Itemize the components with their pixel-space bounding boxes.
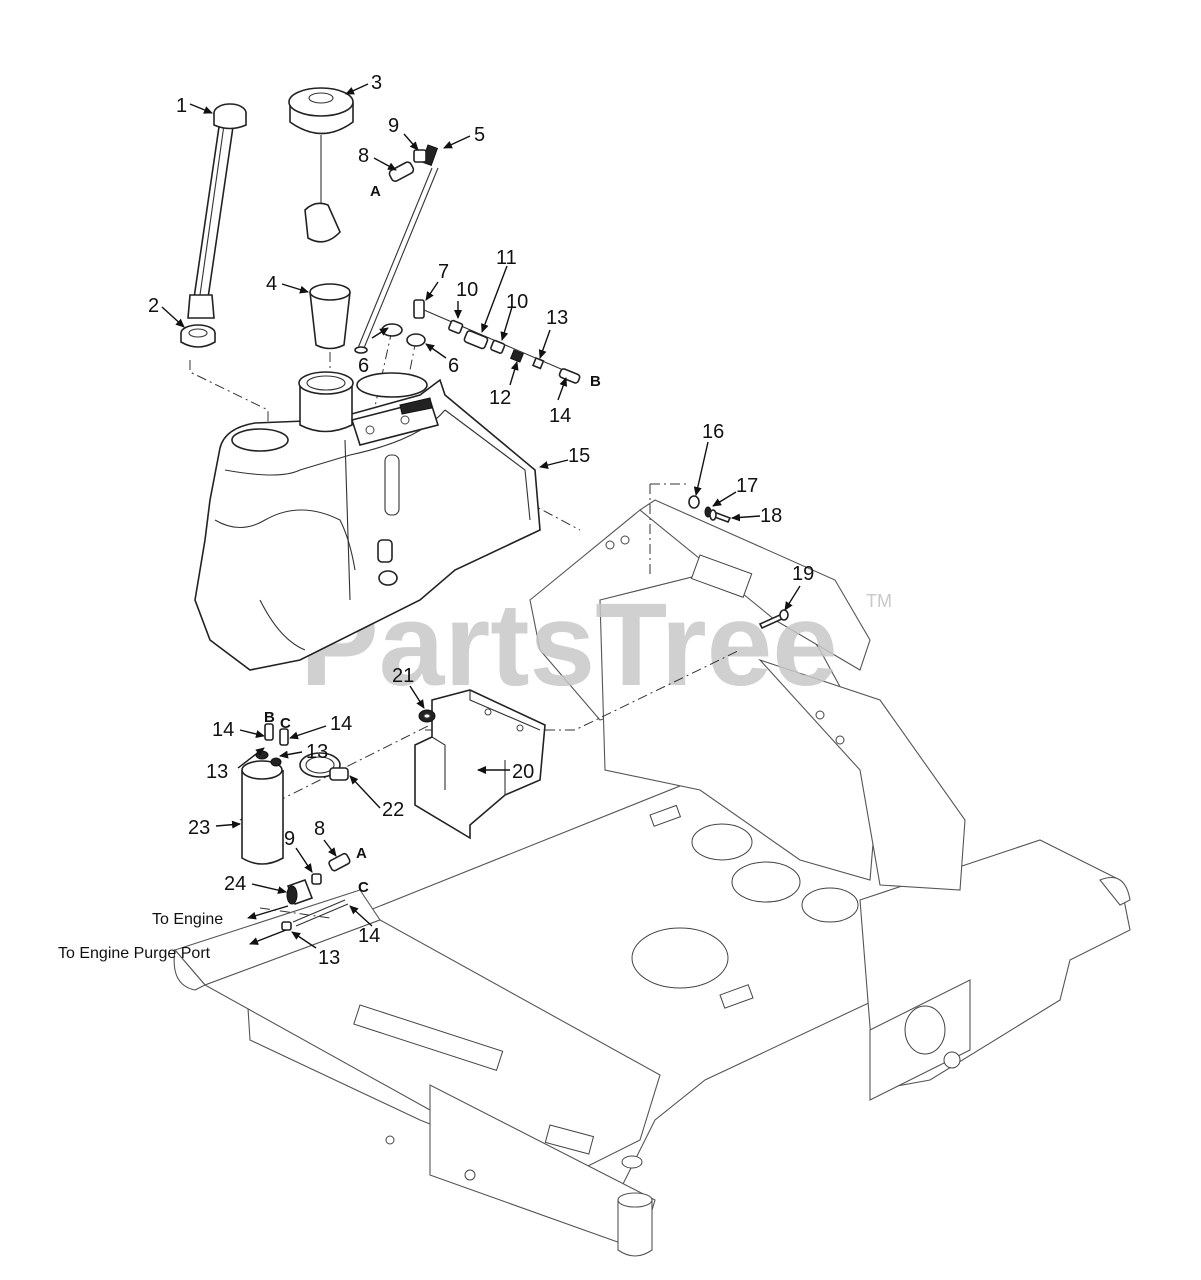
callout-21: 21 bbox=[392, 665, 414, 687]
part-3-fuel-cap bbox=[288, 87, 354, 243]
part-22-clamp bbox=[299, 752, 349, 781]
callout-24: 24 bbox=[224, 873, 246, 895]
callout-23: 23 bbox=[188, 817, 210, 839]
callout-14d: 14 bbox=[358, 925, 380, 947]
callout-14c: 14 bbox=[330, 713, 352, 735]
letter-a-top: A bbox=[370, 183, 381, 200]
parts-8-9-top bbox=[388, 149, 427, 182]
callout-16: 16 bbox=[702, 421, 724, 443]
letter-b-top: B bbox=[590, 373, 601, 390]
callout-19: 19 bbox=[792, 563, 814, 585]
parts-16-18-hardware bbox=[688, 495, 732, 524]
letter-c-bottom: C bbox=[358, 879, 369, 896]
routing-notes: To Engine To Engine Purge Port bbox=[58, 911, 223, 962]
part-6-grommets bbox=[381, 323, 426, 347]
letter-c-filter: C bbox=[280, 715, 291, 732]
callout-10a: 10 bbox=[456, 279, 478, 301]
part-19-bolt bbox=[758, 609, 789, 630]
connection-letters: A B B C A C bbox=[264, 183, 601, 896]
callout-2: 2 bbox=[148, 295, 159, 317]
mower-frame bbox=[173, 499, 1131, 1257]
fuel-tank bbox=[194, 371, 541, 671]
callout-12: 12 bbox=[489, 387, 511, 409]
callout-6b: 6 bbox=[448, 355, 459, 377]
part-4-filler-sleeve bbox=[309, 283, 351, 350]
callout-20: 20 bbox=[512, 761, 534, 783]
part-21-nut bbox=[418, 709, 436, 723]
callout-14b: 14 bbox=[212, 719, 234, 741]
callout-15: 15 bbox=[568, 445, 590, 467]
callout-11: 11 bbox=[496, 247, 517, 269]
vent-line-parts bbox=[413, 299, 581, 384]
callout-8a: 8 bbox=[358, 145, 369, 167]
callout-3: 3 bbox=[371, 72, 382, 94]
callout-13d: 13 bbox=[318, 947, 340, 969]
callout-7: 7 bbox=[438, 261, 449, 283]
callout-1: 1 bbox=[176, 95, 187, 117]
note-to-engine-purge-port: To Engine Purge Port bbox=[58, 945, 211, 962]
callout-17: 17 bbox=[736, 475, 758, 497]
part-23-canister bbox=[241, 723, 289, 865]
callout-4: 4 bbox=[266, 273, 277, 295]
lower-fuel-line-parts bbox=[281, 852, 351, 931]
callout-5: 5 bbox=[474, 124, 485, 146]
callout-13b: 13 bbox=[206, 761, 228, 783]
callout-22: 22 bbox=[382, 799, 404, 821]
trademark-mark: TM bbox=[866, 591, 892, 611]
callout-6a: 6 bbox=[358, 355, 369, 377]
callout-8b: 8 bbox=[314, 818, 325, 840]
part-1-fuel-sender bbox=[187, 103, 247, 319]
callout-14a: 14 bbox=[549, 405, 571, 427]
note-to-engine: To Engine bbox=[152, 911, 223, 928]
callout-10b: 10 bbox=[506, 291, 528, 313]
callout-13c: 13 bbox=[306, 741, 328, 763]
letter-a-bottom: A bbox=[356, 845, 367, 862]
part-2-grommet bbox=[180, 324, 216, 348]
callout-13a: 13 bbox=[546, 307, 568, 329]
callout-9a: 9 bbox=[388, 115, 399, 137]
letter-b-filter: B bbox=[264, 709, 275, 726]
callout-9b: 9 bbox=[284, 828, 295, 850]
callout-18: 18 bbox=[760, 505, 782, 527]
callouts: 1 2 3 4 5 6 6 7 8 8 9 9 10 10 11 12 13 1… bbox=[148, 72, 814, 969]
leader-lines bbox=[161, 83, 801, 949]
